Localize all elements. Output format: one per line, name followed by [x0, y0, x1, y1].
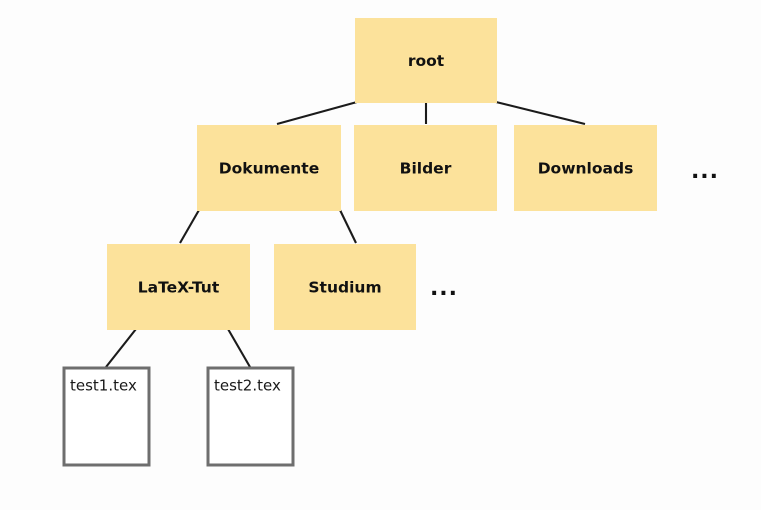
edge-root-downloads — [495, 100, 586, 126]
node-test1-label: test1.tex — [70, 377, 137, 395]
node-test2-box[interactable] — [206, 366, 295, 467]
node-studium-box[interactable] — [274, 244, 416, 330]
node-root-box[interactable] — [355, 18, 497, 103]
node-test2-label: test2.tex — [214, 377, 281, 395]
node-dokumente-box[interactable] — [197, 125, 341, 211]
node-root-label: root — [408, 52, 445, 70]
node-root[interactable]: root — [355, 18, 497, 103]
node-downloads-label: Downloads — [538, 160, 634, 178]
node-test1[interactable]: test1.tex — [62, 366, 151, 467]
node-latextut-box[interactable] — [107, 244, 250, 330]
node-downloads[interactable]: Downloads — [514, 125, 657, 211]
edge-latextut-test2 — [227, 328, 251, 368]
node-test1-box[interactable] — [62, 366, 151, 467]
edge-root-dokumente — [276, 100, 358, 126]
edge-group — [105, 100, 586, 368]
node-latextut-label: LaTeX-Tut — [138, 279, 220, 297]
edge-dokumente-latextut — [179, 209, 200, 244]
edge-latextut-test1 — [105, 328, 137, 368]
node-bilder[interactable]: Bilder — [354, 125, 497, 211]
node-test2[interactable]: test2.tex — [206, 366, 295, 467]
edge-dokumente-studium — [339, 209, 357, 244]
ellipsis-more-root-children: ... — [691, 159, 719, 184]
node-dokumente-label: Dokumente — [219, 160, 319, 178]
node-bilder-box[interactable] — [354, 125, 497, 211]
node-latextut[interactable]: LaTeX-Tut — [107, 244, 250, 330]
ellipsis-more-dokumente-children: ... — [430, 276, 458, 301]
node-downloads-box[interactable] — [514, 125, 657, 211]
node-studium-label: Studium — [308, 279, 381, 297]
node-dokumente[interactable]: Dokumente — [197, 125, 341, 211]
node-studium[interactable]: Studium — [274, 244, 416, 330]
node-bilder-label: Bilder — [400, 160, 452, 178]
